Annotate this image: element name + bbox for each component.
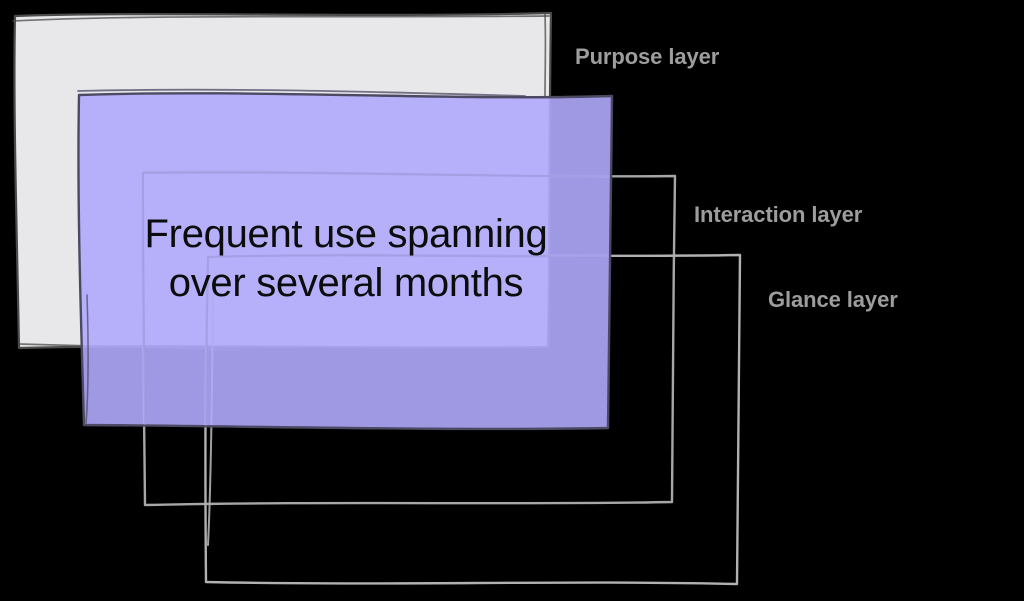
interaction-top-ghost <box>142 171 609 178</box>
glance-left-ghost <box>205 257 209 426</box>
under-purple-ghost-lines <box>142 171 609 426</box>
purpose-box-top-overdraw <box>12 15 550 22</box>
glance-top-ghost <box>207 254 609 258</box>
frequent-use-text-line-1: Frequent use spanning <box>144 212 548 256</box>
frequent-box-top-overdraw <box>77 88 526 97</box>
frequent-use-box-fill <box>77 92 614 431</box>
frequent-box-left-overdraw <box>85 294 89 424</box>
interaction-layer-label: Interaction layer <box>694 202 863 227</box>
frequent-use-text-line-2: over several months <box>168 261 524 305</box>
frequent-use-box <box>77 88 614 431</box>
purpose-layer-label: Purpose layer <box>575 44 720 69</box>
interaction-left-ghost <box>142 173 146 425</box>
frequent-use-text: Frequent use spanning over several month… <box>80 210 612 308</box>
glance-layer-label: Glance layer <box>768 287 898 312</box>
